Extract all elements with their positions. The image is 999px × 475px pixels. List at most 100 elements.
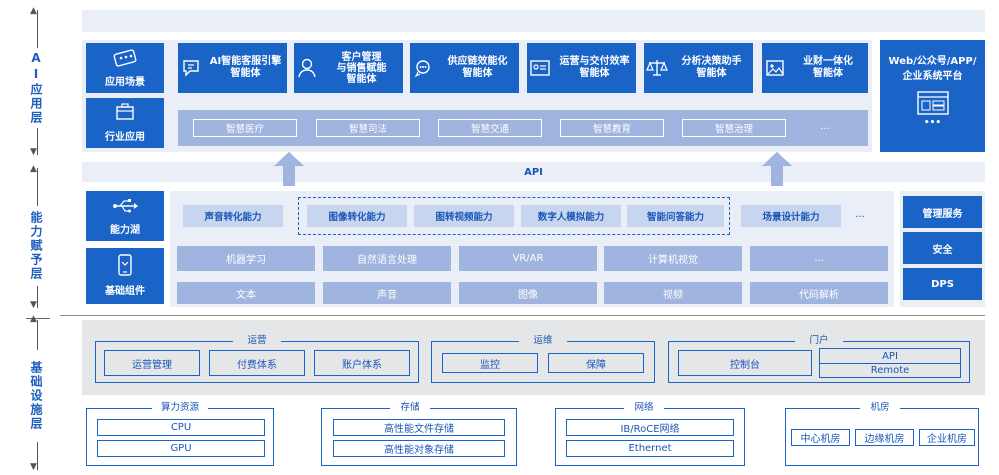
resource-item: GPU (97, 440, 265, 457)
resource-item: 高性能对象存储 (333, 440, 505, 457)
tech-item: 机器学习 (177, 246, 315, 271)
group-item: 付费体系 (209, 350, 305, 376)
management-service-box: 管理服务 (903, 196, 982, 228)
arrow-down-icon: ▼ (30, 147, 37, 157)
tech-item: ... (750, 246, 888, 271)
agent-box-2: 客户管理与销售赋能智能体 (294, 43, 403, 93)
resource-item: Ethernet (566, 440, 734, 457)
agent-subtitle: 智能体 (230, 68, 261, 79)
scenario-more: ... (820, 121, 830, 132)
api-bar: API (82, 162, 985, 182)
agent-subtitle: 智能体 (579, 68, 610, 79)
agent-title: 业财一体化 (803, 56, 853, 67)
group-title: 门户 (795, 334, 843, 348)
chat-bot-icon (178, 58, 204, 78)
arrow-down-icon: ▼ (30, 462, 37, 472)
api-label: API (882, 351, 898, 362)
resource-item: 中心机房 (791, 429, 850, 446)
resource-item: 企业机房 (919, 429, 975, 446)
capability-chip: 图像转化能力 (307, 205, 407, 227)
ai-layer-label: AI应用层 (28, 48, 45, 128)
finance-image-icon (762, 58, 788, 78)
network-group (555, 408, 745, 466)
agent-title: 运营与交付效率 (559, 56, 630, 67)
scenario-chip: 智慧治理 (682, 119, 786, 137)
tech-item: 计算机视觉 (604, 246, 742, 271)
base-layer-label: 基础设施层 (28, 350, 45, 442)
agent-box-1: AI智能客服引擎智能体 (178, 43, 287, 93)
id-card-icon (527, 59, 553, 77)
resource-item: 边缘机房 (855, 429, 914, 446)
resource-item: CPU (97, 419, 265, 436)
base-component-label: 基础组件 (105, 286, 145, 297)
tech-item: 自然语言处理 (323, 246, 451, 271)
agent-box-4: 运营与交付效率智能体 (527, 43, 636, 93)
web-platform-box: Web/公众号/APP/企业系统平台 ••• (880, 40, 985, 152)
supply-chain-icon (410, 58, 436, 78)
agent-box-5: 分析决策助手智能体 (644, 43, 753, 93)
usb-icon (86, 191, 164, 221)
agent-box-3: 供应链效能化智能体 (410, 43, 519, 93)
group-item: 运营管理 (104, 350, 200, 376)
api-remote-item: API Remote (819, 348, 961, 378)
agent-subtitle: 智能体 (696, 68, 727, 79)
agent-box-6: 业财一体化智能体 (762, 43, 868, 93)
group-title: 算力资源 (152, 401, 208, 415)
group-title: 运营 (233, 334, 281, 348)
remote-label: Remote (820, 363, 960, 377)
data-type-item: 声音 (323, 282, 451, 304)
resource-item: 高性能文件存储 (333, 419, 505, 436)
industry-app-box: 行业应用 (86, 98, 164, 148)
resource-item: IB/RoCE网络 (566, 419, 734, 436)
app-scenario-box: 应用场景 (86, 43, 164, 93)
top-banner (82, 10, 985, 32)
capability-chip: 场景设计能力 (741, 205, 841, 227)
capability-chip: 数字人模拟能力 (521, 205, 621, 227)
arrow-up-icon: ▲ (30, 164, 37, 174)
customer-icon (294, 57, 320, 79)
layer-separator (26, 318, 50, 319)
agent-title: 客户管理 (341, 51, 382, 63)
scenario-chip: 智慧司法 (316, 119, 420, 137)
agent-title: AI智能客服引擎 (209, 56, 282, 67)
storage-group (321, 408, 517, 466)
scenario-bar (178, 110, 868, 146)
agent-title: 供应链效能化 (447, 56, 508, 67)
group-title: 运维 (519, 334, 567, 348)
capability-lake-box: 能力湖 (86, 191, 164, 241)
console-item: 控制台 (678, 350, 812, 376)
data-type-item: 视频 (604, 282, 742, 304)
scenario-chip: 智慧医疗 (193, 119, 297, 137)
industry-app-label: 行业应用 (105, 132, 145, 143)
capability-more: ... (855, 209, 865, 220)
arrow-up-icon: ▲ (30, 6, 37, 16)
data-type-item: 文本 (177, 282, 315, 304)
group-item: 保障 (548, 353, 644, 373)
group-item: 监控 (442, 353, 538, 373)
scale-icon (644, 58, 670, 78)
industry-icon (86, 98, 164, 128)
capability-chip: 智能问答能力 (627, 205, 724, 227)
agent-title: 分析决策助手 (681, 56, 742, 67)
web-page-icon (880, 90, 985, 116)
web-platform-dots: ••• (923, 118, 942, 128)
capability-chip: 声音转化能力 (183, 205, 283, 227)
scenario-chip: 智慧教育 (560, 119, 664, 137)
phone-icon (86, 248, 164, 282)
data-type-item: 代码解析 (750, 282, 888, 304)
data-type-item: 图像 (459, 282, 597, 304)
agent-subtitle: 智能体 (346, 73, 377, 85)
security-box: 安全 (903, 232, 982, 264)
conversion-group (298, 197, 730, 235)
agent-subtitle: 智能体 (462, 68, 493, 79)
group-title: 机房 (860, 401, 900, 415)
agent-subtitle: 与销售赋能 (336, 62, 387, 74)
layer-divider (60, 315, 985, 316)
group-title: 网络 (624, 401, 664, 415)
app-scenario-label: 应用场景 (105, 77, 145, 88)
scenario-icon (86, 43, 164, 73)
capability-chip: 图转视频能力 (414, 205, 514, 227)
group-item: 账户体系 (314, 350, 410, 376)
agent-subtitle: 智能体 (813, 68, 843, 79)
capability-layer-label: 能力赋予层 (28, 206, 45, 286)
